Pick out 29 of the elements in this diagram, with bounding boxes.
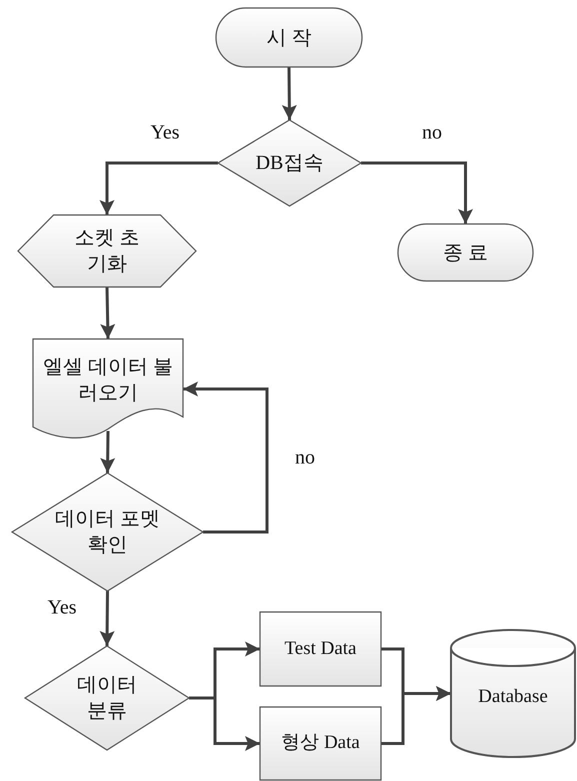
- preparation-hexagon: [17, 214, 197, 288]
- process-box: [259, 706, 382, 781]
- decision-diamond: [24, 645, 190, 751]
- node-label: DB접속: [254, 151, 324, 176]
- terminator-shape: [215, 7, 363, 68]
- arrow: [282, 66, 297, 120]
- document-shape: [32, 338, 184, 438]
- arrow: [100, 162, 218, 215]
- arrow: [100, 430, 116, 474]
- node-label: 엘셀 데이터 불러오기: [42, 355, 174, 406]
- arrow: [100, 286, 116, 340]
- node-label: 소켓 초기화: [74, 226, 140, 277]
- arrow: [100, 590, 115, 646]
- node-label: 시 작: [266, 26, 312, 50]
- node-label: 데이터 분류: [76, 673, 138, 724]
- arrow: [381, 686, 451, 745]
- node-label: 종 료: [442, 240, 489, 266]
- node-label: Database: [477, 685, 549, 710]
- arrow: [189, 696, 260, 751]
- process-box: [259, 611, 382, 687]
- node-label: 형상 Data: [280, 731, 361, 756]
- arrow: [361, 162, 473, 224]
- database-cylinder: [450, 629, 576, 758]
- node-label: 데이터 포멧 확인: [54, 507, 161, 558]
- arrow: [183, 382, 268, 534]
- decision-diamond: [10, 472, 204, 592]
- decision-diamond: [216, 119, 362, 207]
- terminator-shape: [397, 223, 534, 282]
- node-label: Test Data: [283, 636, 358, 661]
